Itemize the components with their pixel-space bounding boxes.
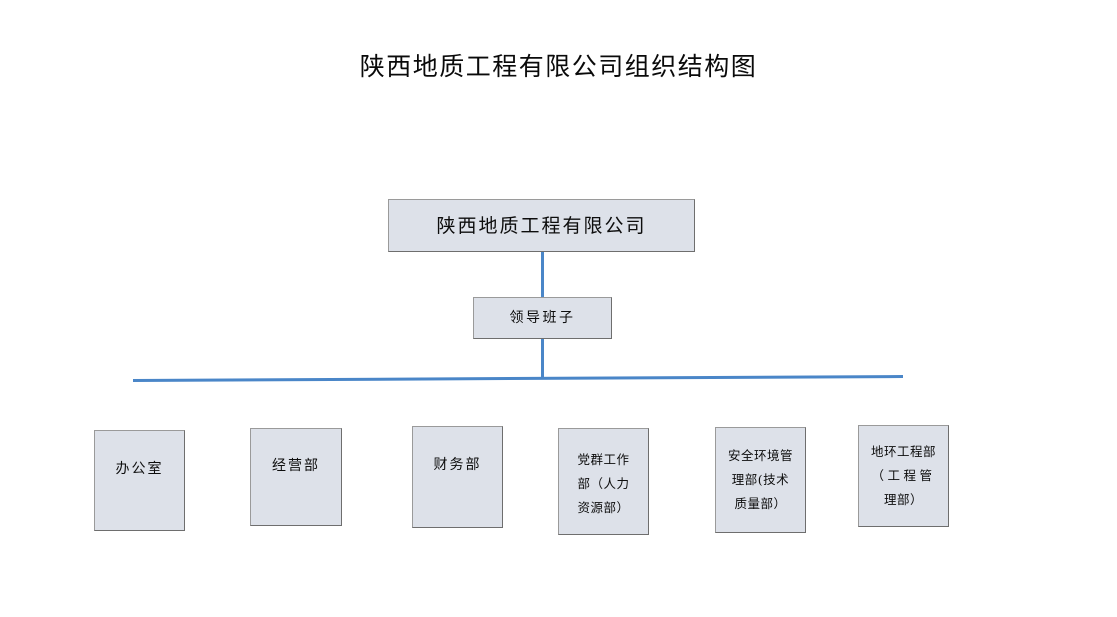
connector-leadership-to-bus bbox=[541, 339, 544, 379]
org-node-label: 地环工程部 （工程管 理部） bbox=[859, 440, 948, 512]
org-node-label: 安全环境管 理部(技术 质量部） bbox=[716, 444, 805, 516]
org-node-label-line: 质量部） bbox=[734, 496, 787, 511]
org-node-label-line: 资源部） bbox=[577, 500, 630, 515]
org-node-department-office[interactable]: 办公室 bbox=[94, 430, 185, 531]
org-node-department-finance[interactable]: 财务部 bbox=[412, 426, 503, 528]
org-node-label-line: 党群工作 bbox=[577, 452, 630, 467]
org-node-company-root[interactable]: 陕西地质工程有限公司 bbox=[388, 199, 695, 252]
org-node-label-line: 地环工程部 bbox=[870, 444, 936, 459]
org-node-leadership[interactable]: 领导班子 bbox=[473, 297, 612, 339]
org-node-label: 党群工作 部（人力 资源部） bbox=[559, 448, 648, 520]
org-node-department-business[interactable]: 经营部 bbox=[250, 428, 342, 526]
org-node-label-line: 理部(技术 bbox=[731, 472, 790, 487]
org-node-department-party-hr[interactable]: 党群工作 部（人力 资源部） bbox=[558, 428, 649, 535]
connector-root-to-leadership bbox=[541, 252, 544, 298]
org-node-label-line: （工程管 bbox=[871, 468, 936, 483]
org-node-label: 财务部 bbox=[433, 457, 482, 473]
org-node-label: 办公室 bbox=[115, 461, 164, 477]
org-node-department-geo-engineering[interactable]: 地环工程部 （工程管 理部） bbox=[858, 425, 949, 527]
org-node-label: 领导班子 bbox=[509, 310, 576, 326]
org-node-label: 经营部 bbox=[272, 458, 320, 474]
org-node-label: 陕西地质工程有限公司 bbox=[436, 214, 647, 237]
connector-horizontal-bus bbox=[132, 375, 904, 382]
org-node-department-safety-environment[interactable]: 安全环境管 理部(技术 质量部） bbox=[715, 427, 806, 533]
org-node-label-line: 部（人力 bbox=[577, 476, 630, 491]
org-node-label-line: 理部） bbox=[883, 492, 923, 507]
org-node-label-line: 安全环境管 bbox=[727, 448, 793, 463]
page-title: 陕西地质工程有限公司组织结构图 bbox=[359, 52, 758, 81]
